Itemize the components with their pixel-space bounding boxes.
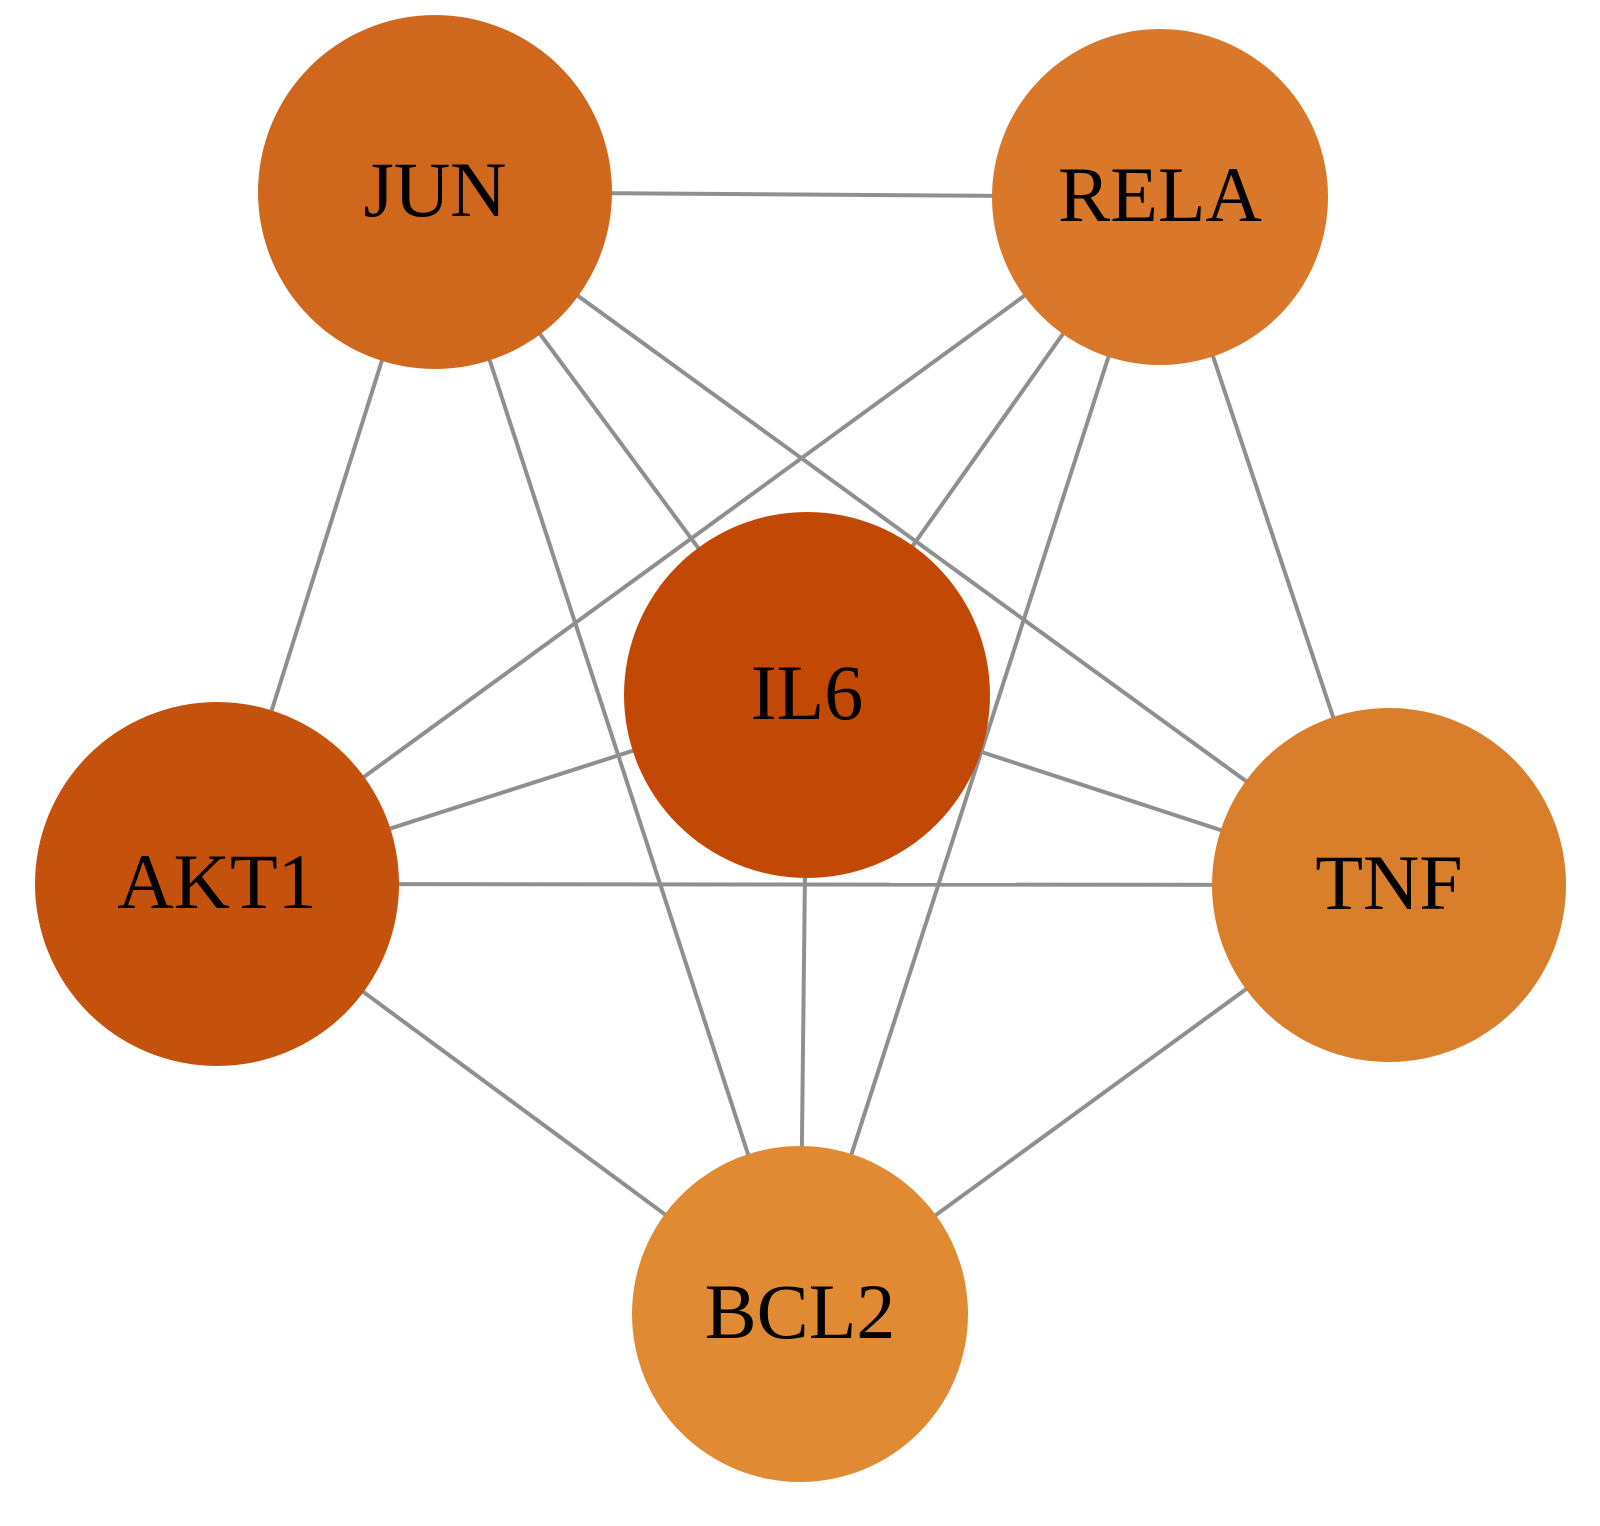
node-tnf	[1212, 708, 1566, 1062]
node-bcl2	[632, 1146, 968, 1482]
edge-akt1-tnf	[216, 882, 1390, 887]
node-label-tnf: TNF	[1315, 839, 1462, 926]
node-label-rela: RELA	[1058, 151, 1262, 238]
node-label-il6: IL6	[751, 649, 864, 736]
edge-rela-bcl2	[798, 196, 1162, 1315]
node-label-bcl2: BCL2	[705, 1268, 896, 1355]
node-label-jun: JUN	[363, 146, 506, 233]
node-jun	[258, 15, 612, 369]
nodes-layer	[35, 15, 1566, 1482]
edge-jun-tnf	[433, 190, 1391, 887]
node-rela	[992, 29, 1328, 365]
edge-rela-akt1	[215, 195, 1162, 886]
node-il6	[624, 512, 990, 878]
edge-jun-bcl2	[433, 191, 802, 1315]
node-label-akt1: AKT1	[117, 838, 316, 925]
node-akt1	[35, 702, 399, 1066]
